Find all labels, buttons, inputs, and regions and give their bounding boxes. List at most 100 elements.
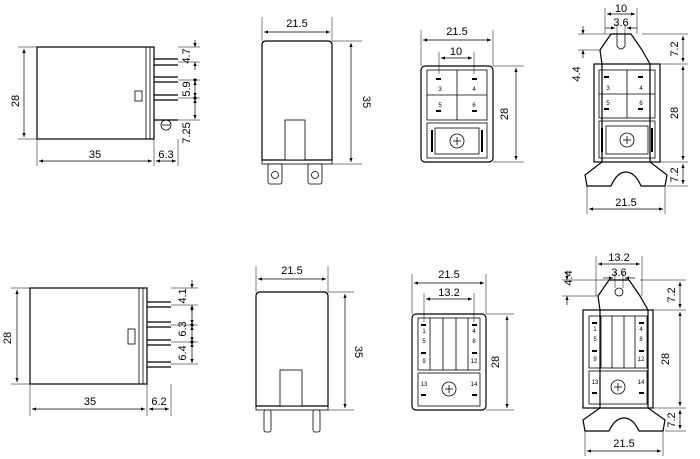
side-pins xyxy=(147,301,171,368)
dim-bottom-flange: 7.2 xyxy=(669,167,681,182)
dim-height: 28 xyxy=(499,108,511,120)
dim-pitch: 13.2 xyxy=(438,287,459,299)
top-front-view: 21.5 35 xyxy=(261,17,372,185)
dim-height: 35 xyxy=(352,346,364,358)
dim-pin-offset: 6.3 xyxy=(158,149,173,161)
dim-hole: 3.6 xyxy=(611,267,626,279)
pin-label: 3 xyxy=(438,87,442,93)
dim-pin-2: 6.3 xyxy=(177,321,189,336)
coil-screw-icon xyxy=(441,381,457,397)
pin-slot xyxy=(472,78,477,80)
pin-label: 9 xyxy=(593,357,597,363)
pin-slot xyxy=(421,352,426,354)
pin-slot xyxy=(638,76,643,78)
bottom-front-view: 21.5 35 xyxy=(255,265,364,433)
relay-base xyxy=(420,65,494,163)
pin-slot xyxy=(592,392,597,394)
dim-pin-3: 7.25 xyxy=(181,122,193,143)
pin-slot xyxy=(639,392,644,394)
mounting-flange xyxy=(582,279,666,432)
pin-label: 13 xyxy=(592,380,599,386)
dim-length: 35 xyxy=(84,396,96,408)
pin-slot xyxy=(436,110,441,112)
pin-slot xyxy=(604,108,609,110)
indicator-window xyxy=(284,119,306,161)
dim-height: 28 xyxy=(10,95,22,107)
pin-label: 9 xyxy=(422,359,426,365)
pin-label: 3 xyxy=(606,86,610,92)
pin-slot xyxy=(421,394,426,396)
pin-slot xyxy=(639,350,644,352)
pin-label: 5 xyxy=(438,103,442,109)
bottom-mount-view: 1 4 5 8 9 12 13 14 13.2 3.6 4.4 xyxy=(562,252,686,456)
side-pins xyxy=(154,58,178,131)
dim-bottom-flange: 7.2 xyxy=(666,412,678,427)
relay-base xyxy=(582,309,654,409)
pin-label: 5 xyxy=(593,337,597,343)
latch-tab xyxy=(127,328,136,345)
terminal-screw-icon xyxy=(160,119,172,131)
pin-label: 13 xyxy=(421,382,428,388)
pin-slot xyxy=(472,324,477,326)
dim-slot: 10 xyxy=(615,3,627,15)
pin-slot xyxy=(472,352,477,354)
relay-body-side xyxy=(36,46,155,140)
dim-length: 35 xyxy=(89,149,101,161)
pin-slot xyxy=(604,76,609,78)
bottom-side-view: 28 35 6.2 4.1 6.3 6.4 xyxy=(2,280,198,416)
dim-width: 21.5 xyxy=(446,26,467,38)
dim-height: 35 xyxy=(360,96,372,108)
pin-label: 6 xyxy=(639,101,643,107)
dim-width: 21.5 xyxy=(613,438,634,450)
pin-label: 5 xyxy=(606,101,610,107)
pin-slot xyxy=(421,324,426,326)
relay-body-front xyxy=(261,40,333,161)
dim-pin-1: 4.7 xyxy=(181,48,193,63)
pin-label: 4 xyxy=(639,86,643,92)
pin-label: 4 xyxy=(639,327,643,333)
pin-slot xyxy=(436,78,441,80)
dim-width: 21.5 xyxy=(286,18,307,30)
pin-slot xyxy=(592,350,597,352)
pin-label: 12 xyxy=(638,357,645,363)
pin-label: 12 xyxy=(471,359,478,365)
dim-top-flange: 7.2 xyxy=(669,41,681,56)
mounting-flange xyxy=(584,33,668,187)
coil-screw-icon xyxy=(610,379,626,395)
top-mount-view: 3 4 5 6 10 3.6 4.4 7.2 xyxy=(571,3,688,214)
dim-height: 28 xyxy=(490,356,502,368)
pin-label: 14 xyxy=(638,380,645,386)
pin-label: 1 xyxy=(422,329,426,335)
relay-body-front xyxy=(255,291,329,407)
relay-body-side xyxy=(29,287,148,385)
pin-label: 5 xyxy=(422,339,426,345)
dim-pitch: 10 xyxy=(450,46,462,58)
pin-label: 4 xyxy=(472,329,476,335)
dim-height: 28 xyxy=(2,332,14,344)
pin-slot xyxy=(638,108,643,110)
pin-slot xyxy=(472,110,477,112)
indicator-window xyxy=(279,369,303,407)
dim-pitch: 13.2 xyxy=(608,252,629,264)
mount-slot xyxy=(616,34,626,50)
dim-width: 21.5 xyxy=(615,197,636,209)
top-bottom-view: 3 4 5 6 21.5 10 28 xyxy=(420,26,524,163)
terminal-right xyxy=(307,163,323,185)
coil-screw-icon xyxy=(619,132,635,148)
pin-label: 14 xyxy=(471,382,478,388)
terminal-left xyxy=(267,163,283,185)
dim-tab: 4.4 xyxy=(563,270,575,285)
relay-base xyxy=(593,63,661,163)
dim-pin-1: 4.1 xyxy=(177,288,189,303)
dim-pin-offset: 6.2 xyxy=(151,396,166,408)
dim-top-flange: 7.2 xyxy=(666,287,678,302)
relay-base xyxy=(411,313,487,411)
pin-label: 4 xyxy=(472,87,476,93)
pin-label: 8 xyxy=(639,337,643,343)
pin-slot xyxy=(639,322,644,324)
dim-pin-3: 6.4 xyxy=(177,345,189,360)
dim-hole: 3.6 xyxy=(613,17,628,29)
top-side-view: 28 35 6.3 4.7 5.9 7.25 xyxy=(10,40,200,166)
dim-height: 28 xyxy=(660,353,672,365)
